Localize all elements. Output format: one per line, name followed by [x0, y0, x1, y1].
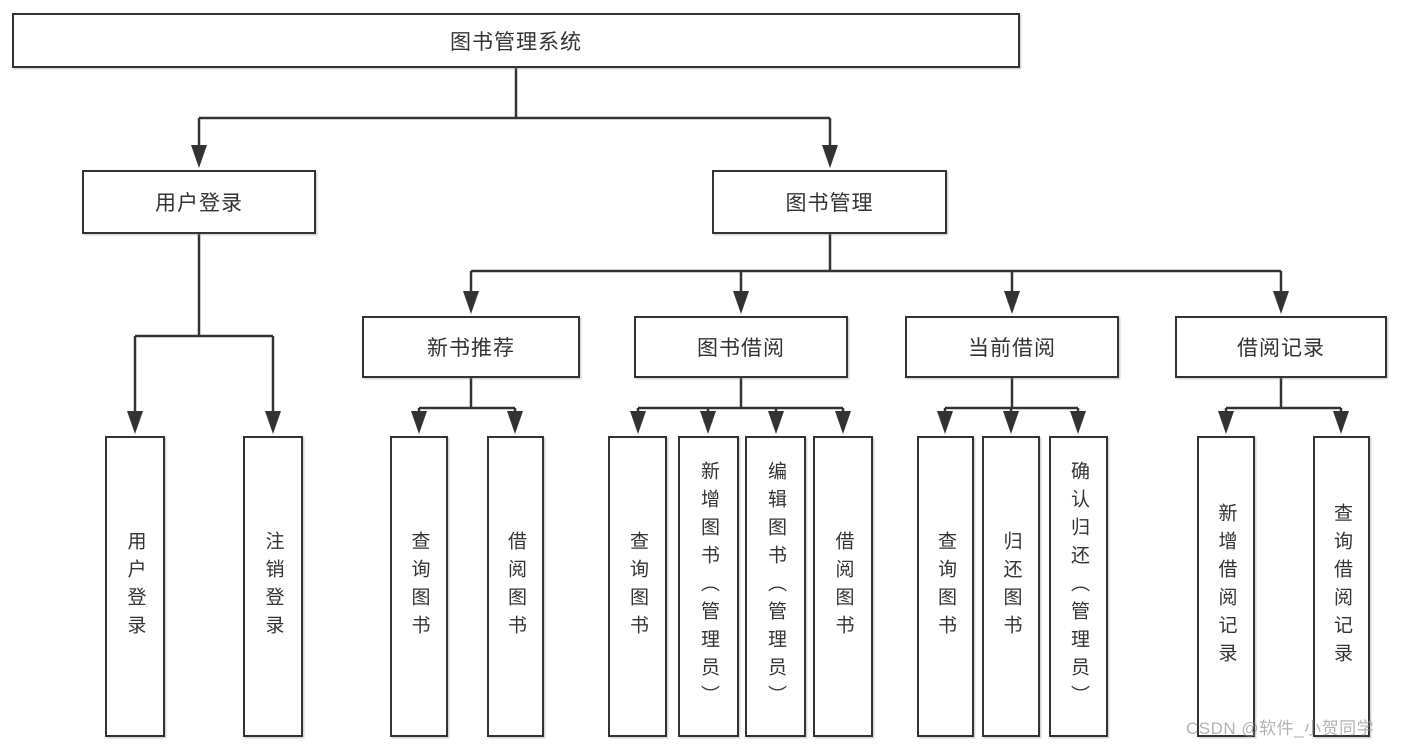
csdn-watermark: CSDN @软件_小贺同学 — [1186, 719, 1375, 738]
arrowhead — [733, 291, 749, 314]
leaf-return-books: 归还图书 — [982, 436, 1040, 737]
node-user-login: 用户登录 — [82, 170, 316, 234]
arrowhead — [1218, 411, 1234, 434]
node-book-borrowing: 图书借阅 — [634, 316, 848, 378]
arrowhead — [1003, 411, 1019, 434]
arrowhead — [265, 411, 281, 434]
connector-current-borrow — [943, 378, 1080, 413]
arrowheads — [127, 145, 1349, 434]
leaf-logout: 注销登录 — [243, 436, 303, 737]
arrowhead — [191, 145, 207, 168]
arrowhead — [127, 411, 143, 434]
leaf-query-borrow-record: 查询借阅记录 — [1313, 436, 1370, 737]
node-label: 查询借阅记录 — [1331, 502, 1352, 671]
node-new-book-recommendation: 新书推荐 — [362, 316, 580, 378]
node-label: 图书管理 — [785, 192, 874, 215]
leaf-edit-books-admin: 编辑图书（管理员） — [745, 436, 806, 737]
leaf-add-borrow-record: 新增借阅记录 — [1197, 436, 1255, 737]
node-current-borrowing: 当前借阅 — [905, 316, 1119, 378]
node-book-management: 图书管理 — [712, 170, 947, 234]
node-label: 查询图书 — [408, 530, 430, 643]
connector-root — [197, 68, 832, 147]
leaf-query-books-borrow: 查询图书 — [608, 436, 667, 737]
node-label: 编辑图书（管理员） — [765, 460, 786, 713]
leaf-query-books-current: 查询图书 — [917, 436, 974, 737]
node-borrowing-records: 借阅记录 — [1175, 316, 1387, 378]
node-label: 用户登录 — [155, 192, 243, 215]
connector-borrow-records — [1224, 378, 1343, 413]
arrowhead — [937, 411, 953, 434]
arrowhead — [1004, 291, 1020, 314]
leaf-borrow-books: 借阅图书 — [813, 436, 873, 737]
arrowhead — [1333, 411, 1349, 434]
arrowhead — [463, 291, 479, 314]
arrowhead — [630, 411, 646, 434]
arrowhead — [700, 411, 716, 434]
leaf-query-books-recommend: 查询图书 — [390, 436, 448, 737]
node-label: 查询图书 — [627, 530, 648, 643]
arrowhead — [822, 145, 838, 168]
leaf-user-login: 用户登录 — [105, 436, 165, 737]
arrowhead — [507, 411, 523, 434]
node-label: 借阅记录 — [1237, 337, 1325, 360]
node-label: 注销登录 — [262, 530, 284, 643]
node-label: 确认归还（管理员） — [1068, 460, 1089, 713]
arrowhead — [411, 411, 427, 434]
arrowhead — [1273, 291, 1289, 314]
arrowhead — [1070, 411, 1086, 434]
node-label: 图书管理系统 — [450, 30, 582, 54]
connector-book-borrow — [636, 378, 845, 413]
node-label: 新增图书（管理员） — [698, 460, 719, 713]
leaf-confirm-return-admin: 确认归还（管理员） — [1049, 436, 1108, 737]
leaf-add-books-admin: 新增图书（管理员） — [678, 436, 739, 737]
arrowhead — [768, 411, 784, 434]
node-label: 归还图书 — [1000, 530, 1022, 643]
node-label: 图书借阅 — [697, 337, 785, 360]
node-label: 查询图书 — [935, 530, 956, 643]
leaf-borrow-books-recommend: 借阅图书 — [487, 436, 544, 737]
node-label: 新书推荐 — [427, 337, 515, 360]
node-label: 借阅图书 — [505, 530, 526, 643]
connector-new-books — [417, 378, 517, 413]
connector-user-login — [133, 234, 275, 413]
node-label: 新增借阅记录 — [1215, 502, 1237, 671]
node-library-management-system: 图书管理系统 — [12, 13, 1020, 68]
connector-book-management — [469, 234, 1283, 293]
node-label: 用户登录 — [124, 530, 146, 643]
node-label: 借阅图书 — [832, 530, 854, 643]
arrowhead — [835, 411, 851, 434]
node-label: 当前借阅 — [968, 337, 1056, 360]
